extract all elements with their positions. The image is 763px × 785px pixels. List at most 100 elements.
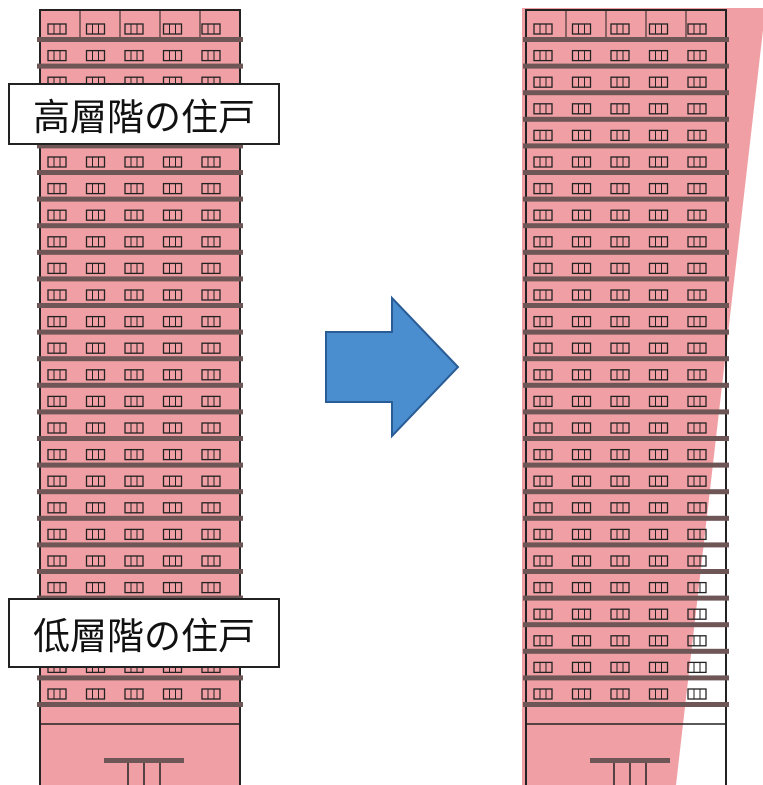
window — [47, 209, 67, 221]
window — [124, 395, 144, 408]
window — [533, 528, 553, 541]
window — [571, 129, 592, 142]
window — [201, 475, 221, 487]
window — [648, 236, 669, 248]
window — [687, 581, 707, 594]
window — [47, 236, 67, 248]
balcony-slab — [523, 356, 729, 362]
window — [571, 262, 592, 275]
window — [85, 342, 106, 354]
window — [610, 688, 630, 700]
high-floor-label: 高層階の住戸 — [8, 83, 280, 145]
balcony-slab — [523, 569, 729, 574]
window — [687, 129, 707, 142]
balcony-slab — [523, 462, 729, 468]
window — [648, 182, 669, 195]
window — [85, 315, 106, 328]
balcony-slab — [523, 276, 729, 282]
window — [648, 635, 669, 647]
window — [124, 262, 144, 275]
balcony-slab — [523, 196, 729, 202]
balcony-slab — [37, 702, 243, 707]
window — [687, 209, 707, 221]
window — [687, 688, 707, 700]
window — [85, 502, 106, 514]
window — [610, 182, 630, 195]
window — [124, 422, 144, 434]
low-floor-label: 低層階の住戸 — [8, 598, 280, 668]
window — [85, 555, 106, 567]
window — [533, 236, 553, 248]
window — [85, 156, 106, 168]
window — [201, 209, 221, 221]
balcony-slab — [37, 675, 243, 681]
balcony-slab — [523, 489, 729, 495]
window — [201, 182, 221, 195]
right-arrow-icon — [325, 295, 460, 439]
window — [610, 608, 630, 620]
window — [648, 555, 669, 567]
balcony-slab — [37, 37, 243, 42]
balcony-slab — [37, 143, 243, 149]
window — [610, 315, 630, 328]
balcony-slab — [523, 515, 729, 521]
window — [610, 528, 630, 541]
window — [571, 236, 592, 248]
window — [687, 49, 707, 62]
window — [47, 315, 67, 328]
window — [571, 608, 592, 620]
window — [687, 635, 707, 647]
balcony-slab — [523, 303, 729, 308]
window — [85, 209, 106, 221]
balcony-slab — [37, 276, 243, 282]
window — [47, 422, 67, 434]
window — [201, 369, 221, 381]
window — [124, 49, 144, 62]
window — [162, 502, 183, 514]
balcony-slab — [37, 515, 243, 521]
window — [648, 688, 669, 700]
window — [687, 315, 707, 328]
balcony-slab — [523, 37, 729, 42]
window — [571, 688, 592, 700]
window — [47, 581, 67, 594]
window — [47, 23, 67, 35]
window — [124, 581, 144, 594]
balcony-slab — [37, 489, 243, 495]
window — [687, 342, 707, 354]
window — [687, 289, 707, 301]
window — [47, 369, 67, 381]
window — [124, 236, 144, 248]
window — [610, 395, 630, 408]
window — [47, 475, 67, 487]
balcony-slab — [37, 249, 243, 255]
balcony-slab — [37, 436, 243, 441]
window — [571, 103, 592, 115]
window — [533, 182, 553, 195]
window — [124, 342, 144, 354]
window — [648, 369, 669, 381]
window — [85, 182, 106, 195]
window — [47, 395, 67, 408]
window — [533, 76, 553, 88]
window — [162, 581, 183, 594]
window — [648, 103, 669, 115]
window — [687, 608, 707, 620]
balcony-slab — [523, 63, 729, 69]
balcony-slab — [523, 436, 729, 441]
window — [610, 49, 630, 62]
window — [47, 262, 67, 275]
window — [533, 49, 553, 62]
window — [162, 475, 183, 487]
window — [610, 661, 630, 674]
window — [533, 262, 553, 275]
window — [85, 369, 106, 381]
balcony-slab — [37, 63, 243, 69]
window — [162, 448, 183, 461]
balcony-slab — [523, 702, 729, 707]
window — [610, 209, 630, 221]
window — [162, 156, 183, 168]
window — [648, 661, 669, 674]
window — [201, 49, 221, 62]
window — [124, 448, 144, 461]
